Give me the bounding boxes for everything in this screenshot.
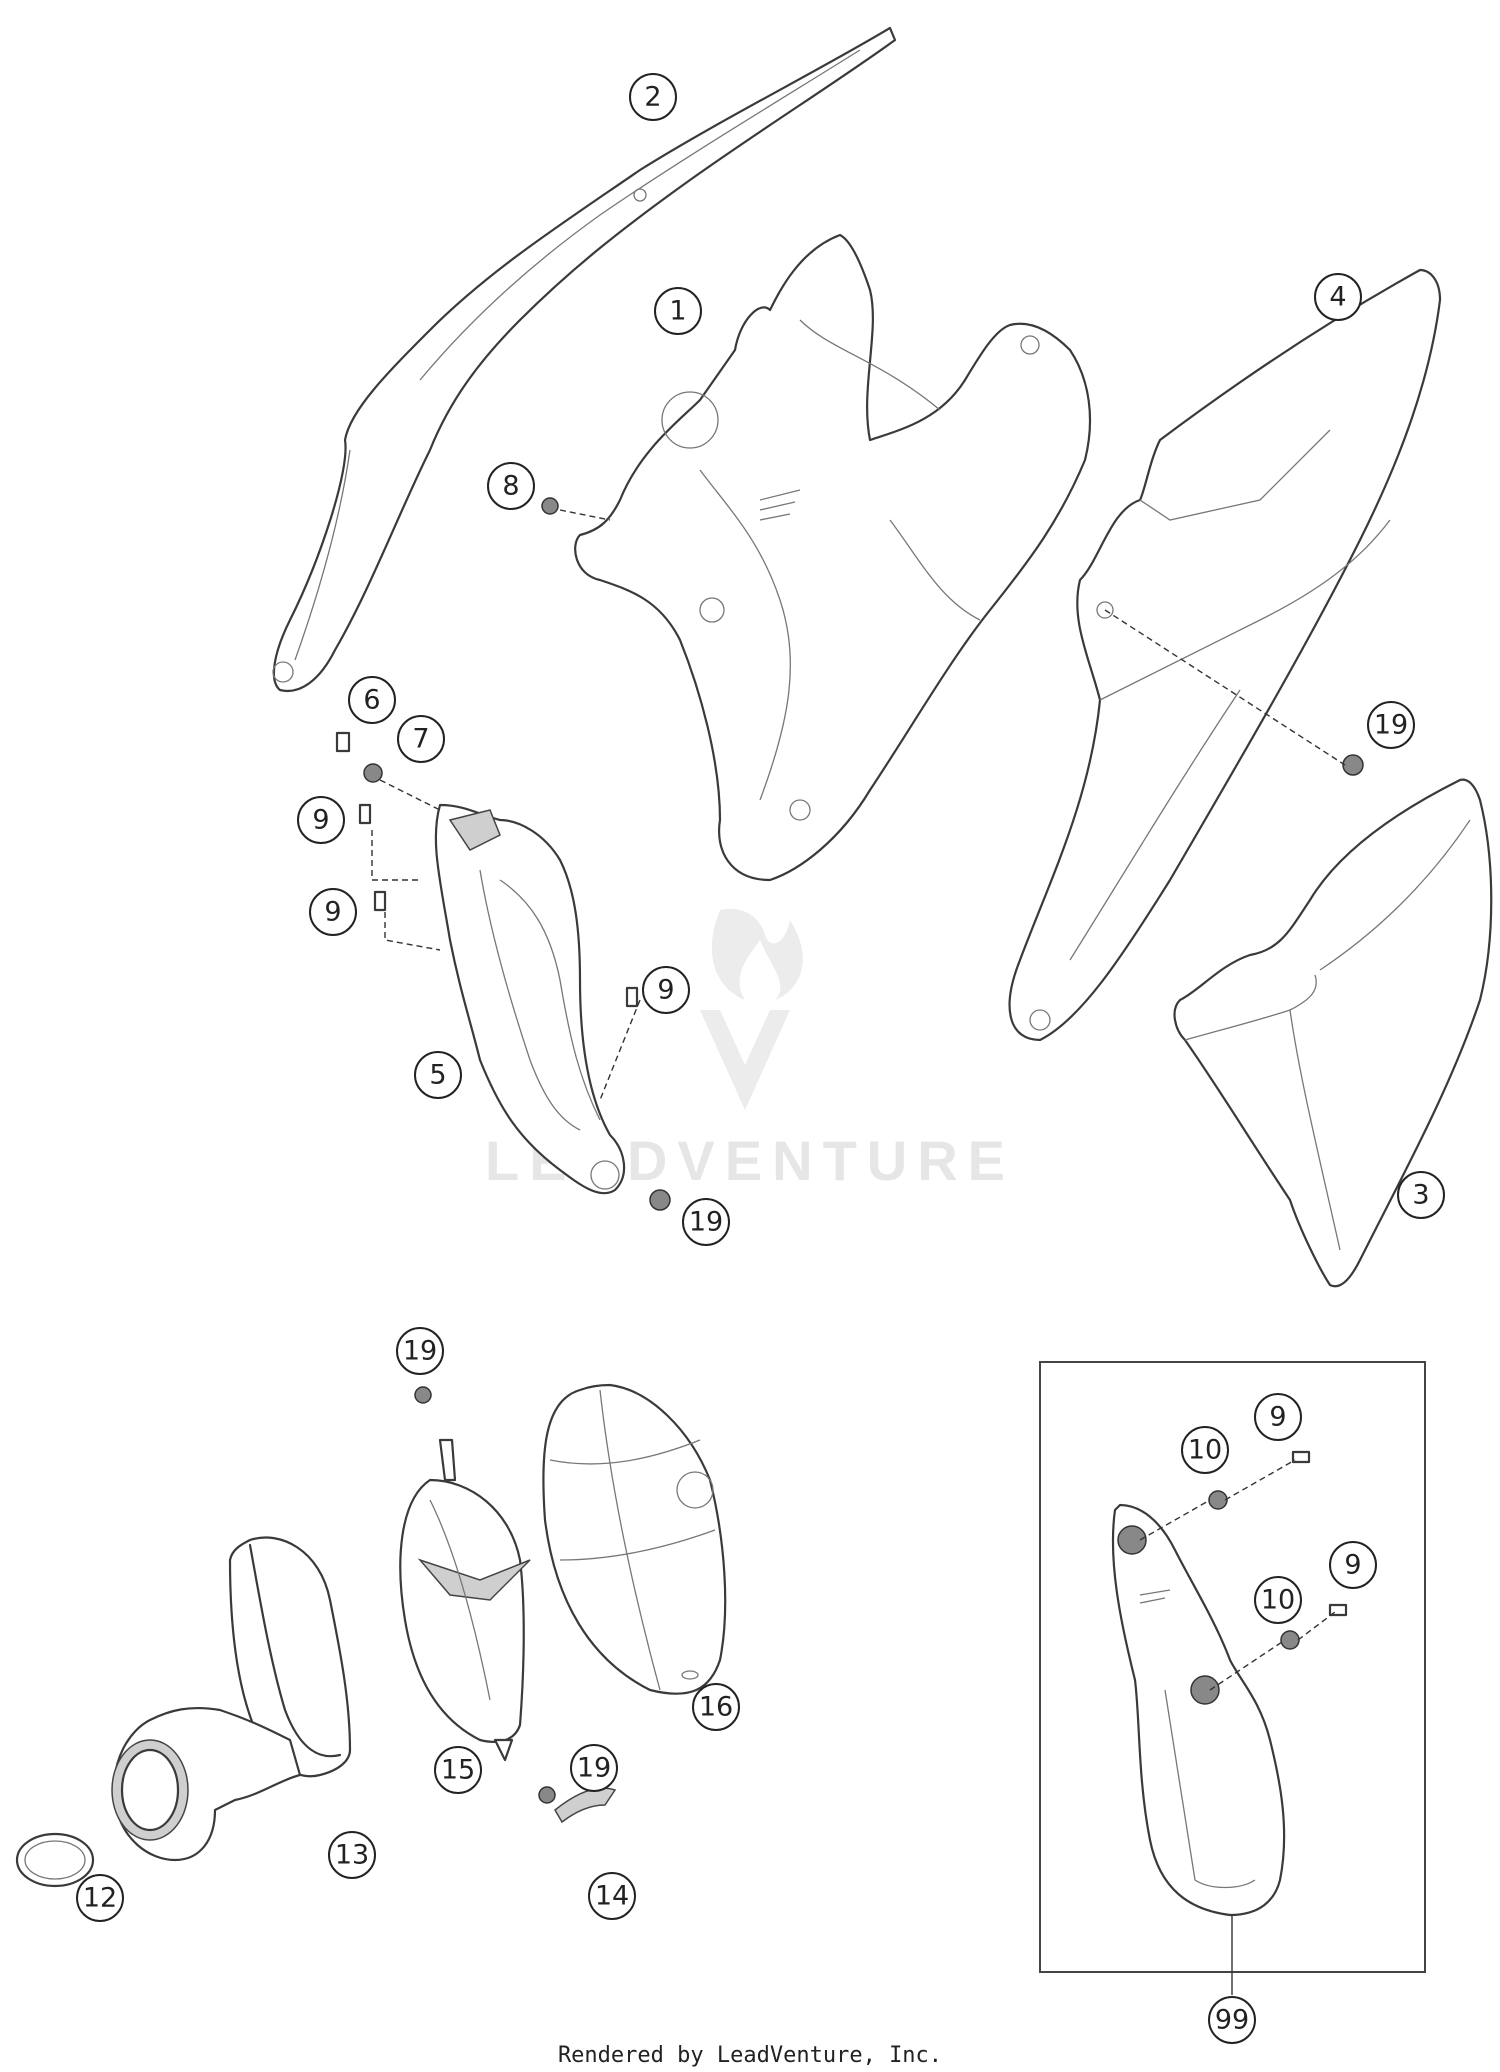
callout-19c: 19 (396, 1327, 444, 1375)
callout-19b: 19 (682, 1198, 730, 1246)
part-13-filter-box (111, 1536, 352, 1862)
callout-7: 7 (397, 715, 445, 763)
part-16-filter-cover (542, 1383, 727, 1695)
part-99-kit (1039, 1361, 1426, 1973)
callout-3: 3 (1397, 1171, 1445, 1219)
callout-5: 5 (414, 1051, 462, 1099)
callout-9e: 9 (1329, 1541, 1377, 1589)
part-1-airbox (574, 233, 1092, 882)
callout-1: 1 (654, 287, 702, 335)
callout-10b: 10 (1254, 1576, 1302, 1624)
callout-9c-label: 9 (657, 975, 674, 1006)
part-3-side-cover (1173, 778, 1493, 1288)
callout-4-label: 4 (1329, 282, 1346, 313)
callout-99: 99 (1208, 1996, 1256, 2044)
callout-9d-label: 9 (1269, 1402, 1286, 1433)
callout-9d: 9 (1254, 1393, 1302, 1441)
callout-15-label: 15 (441, 1755, 475, 1786)
callout-19a: 19 (1367, 701, 1415, 749)
callout-9a: 9 (297, 796, 345, 844)
callout-10b-label: 10 (1261, 1585, 1295, 1616)
callout-99-label: 99 (1215, 2005, 1249, 2036)
callout-6: 6 (348, 676, 396, 724)
callout-14-label: 14 (595, 1881, 629, 1912)
part-15-filter-cage (399, 1438, 531, 1762)
callout-13: 13 (328, 1831, 376, 1879)
callout-19d: 19 (570, 1744, 618, 1792)
callout-13-label: 13 (335, 1840, 369, 1871)
callout-2: 2 (629, 73, 677, 121)
callout-9a-label: 9 (312, 805, 329, 836)
footer-credit: Rendered by LeadVenture, Inc. (558, 2043, 942, 2068)
callout-8-label: 8 (502, 471, 519, 502)
callout-3-label: 3 (1412, 1180, 1429, 1211)
callout-16-label: 16 (699, 1692, 733, 1723)
part-2-upper-trim (272, 26, 897, 693)
callout-15: 15 (434, 1746, 482, 1794)
callout-9c: 9 (642, 966, 690, 1014)
callout-19b-label: 19 (689, 1207, 723, 1238)
callout-9b: 9 (309, 888, 357, 936)
callout-9e-label: 9 (1344, 1550, 1361, 1581)
callout-19c-label: 19 (403, 1336, 437, 1367)
callout-2-label: 2 (644, 82, 661, 113)
part-5-intake-frame (434, 803, 626, 1195)
callout-10a: 10 (1181, 1426, 1229, 1474)
callout-7-label: 7 (412, 724, 429, 755)
callout-12: 12 (76, 1874, 124, 1922)
callout-9b-label: 9 (324, 897, 341, 928)
callout-19d-label: 19 (577, 1753, 611, 1784)
callout-4: 4 (1314, 273, 1362, 321)
callout-19a-label: 19 (1374, 710, 1408, 741)
callout-10a-label: 10 (1188, 1435, 1222, 1466)
callout-12-label: 12 (83, 1883, 117, 1914)
callout-16: 16 (692, 1683, 740, 1731)
part-4-side-panel (1008, 268, 1442, 1042)
part-14-clip (554, 1787, 617, 1824)
part-12-clamp (15, 1832, 95, 1888)
callout-1-label: 1 (669, 296, 686, 327)
leader-lines (371, 509, 1346, 1995)
callout-6-label: 6 (363, 685, 380, 716)
callout-14: 14 (588, 1872, 636, 1920)
callout-5-label: 5 (429, 1060, 446, 1091)
callout-8: 8 (487, 462, 535, 510)
hardware (335, 497, 1364, 1804)
